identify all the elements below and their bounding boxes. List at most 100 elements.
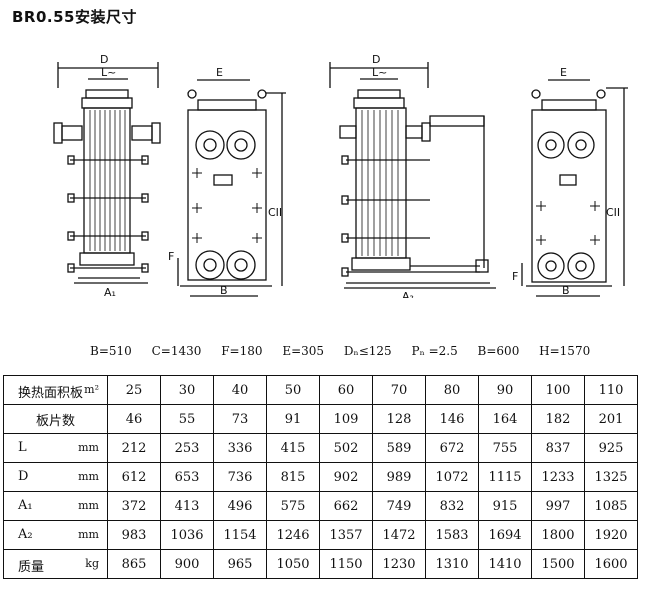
row-label: 板片数 — [35, 413, 75, 429]
table-cell: 837 — [531, 433, 585, 463]
table-cell: 900 — [160, 549, 214, 579]
table-cell: 502 — [319, 433, 373, 463]
table-cell: 110 — [584, 375, 638, 405]
label-a1: A₁ — [104, 286, 116, 298]
table-cell: 865 — [107, 549, 161, 579]
label-d-2: D — [372, 53, 380, 66]
table-cell: 336 — [213, 433, 267, 463]
row-unit: m² — [84, 383, 99, 396]
table-cell: 146 — [425, 404, 479, 434]
label-a2: A₂ — [402, 290, 414, 298]
table-cell: 50 — [266, 375, 320, 405]
table-cell: 109 — [319, 404, 373, 434]
table-cell: 80 — [425, 375, 479, 405]
param-f: F=180 — [221, 344, 263, 358]
row-unit: mm — [78, 441, 99, 454]
table-cell: 212 — [107, 433, 161, 463]
param-c: C=1430 — [151, 344, 202, 358]
table-cell: 902 — [319, 462, 373, 492]
table-cell: 612 — [107, 462, 161, 492]
table-cell: 415 — [266, 433, 320, 463]
table-cell: 749 — [372, 491, 426, 521]
table-cell: 1072 — [425, 462, 479, 492]
param-b: B=510 — [90, 344, 132, 358]
table-cell: 1150 — [319, 549, 373, 579]
row-label: 质量 — [18, 560, 45, 575]
table-cell: 91 — [266, 404, 320, 434]
table-cell: 1357 — [319, 520, 373, 550]
table-cell: 815 — [266, 462, 320, 492]
front-view-2: E CII F B — [512, 66, 628, 297]
table-cell: 589 — [372, 433, 426, 463]
table-cell: 70 — [372, 375, 426, 405]
row-unit: mm — [78, 499, 99, 512]
table-cell: 662 — [319, 491, 373, 521]
table-cell: 46 — [107, 404, 161, 434]
row-label: L — [18, 440, 27, 455]
label-b-2: B — [562, 284, 570, 297]
table-cell: 128 — [372, 404, 426, 434]
table-cell: 413 — [160, 491, 214, 521]
label-c-2: CII — [606, 206, 620, 219]
table-cell: 73 — [213, 404, 267, 434]
label-e-2: E — [560, 66, 567, 79]
param-dn: Dₙ≤125 — [343, 344, 392, 358]
table-cell: 1800 — [531, 520, 585, 550]
table-cell: 1115 — [478, 462, 532, 492]
installation-drawings: D L~ A₁ E — [53, 53, 628, 298]
label-c-1: CII — [268, 206, 282, 219]
param-e: E=305 — [282, 344, 325, 358]
table-cell: 1694 — [478, 520, 532, 550]
table-cell: 372 — [107, 491, 161, 521]
table-cell: 60 — [319, 375, 373, 405]
row-label: D — [18, 469, 29, 484]
param-b2: B=600 — [477, 344, 520, 358]
label-e-1: E — [216, 66, 223, 79]
table-cell: 989 — [372, 462, 426, 492]
table-cell: 1310 — [425, 549, 479, 579]
table-cell: 1246 — [266, 520, 320, 550]
table-cell: 1154 — [213, 520, 267, 550]
table-cell: 1050 — [266, 549, 320, 579]
table-cell: 1085 — [584, 491, 638, 521]
label-f-2: F — [512, 270, 518, 283]
row-label-cell: 板片数 — [3, 404, 108, 434]
table-cell: 30 — [160, 375, 214, 405]
table-cell: 1325 — [584, 462, 638, 492]
row-label: A₂ — [18, 527, 33, 542]
table-cell: 983 — [107, 520, 161, 550]
table-cell: 25 — [107, 375, 161, 405]
table-cell: 1233 — [531, 462, 585, 492]
parameter-line: B=510 C=1430 F=180 E=305 Dₙ≤125 Pₙ =2.5 … — [90, 344, 606, 358]
row-unit: kg — [85, 557, 99, 570]
table-cell: 496 — [213, 491, 267, 521]
label-d-1: D — [100, 53, 108, 66]
row-unit: mm — [78, 470, 99, 483]
table-cell: 40 — [213, 375, 267, 405]
label-f-1: F — [168, 250, 174, 263]
table-cell: 1500 — [531, 549, 585, 579]
table-cell: 1036 — [160, 520, 214, 550]
table-cell: 1230 — [372, 549, 426, 579]
table-cell: 1472 — [372, 520, 426, 550]
table-cell: 1920 — [584, 520, 638, 550]
table-cell: 201 — [584, 404, 638, 434]
table-cell: 965 — [213, 549, 267, 579]
table-cell: 1410 — [478, 549, 532, 579]
table-cell: 915 — [478, 491, 532, 521]
table-cell: 164 — [478, 404, 532, 434]
side-view-a2: D L~ A₂ — [329, 53, 496, 298]
table-cell: 55 — [160, 404, 214, 434]
page-title: BR0.55安装尺寸 — [12, 8, 137, 26]
front-view-1: E CII F B — [168, 66, 286, 297]
